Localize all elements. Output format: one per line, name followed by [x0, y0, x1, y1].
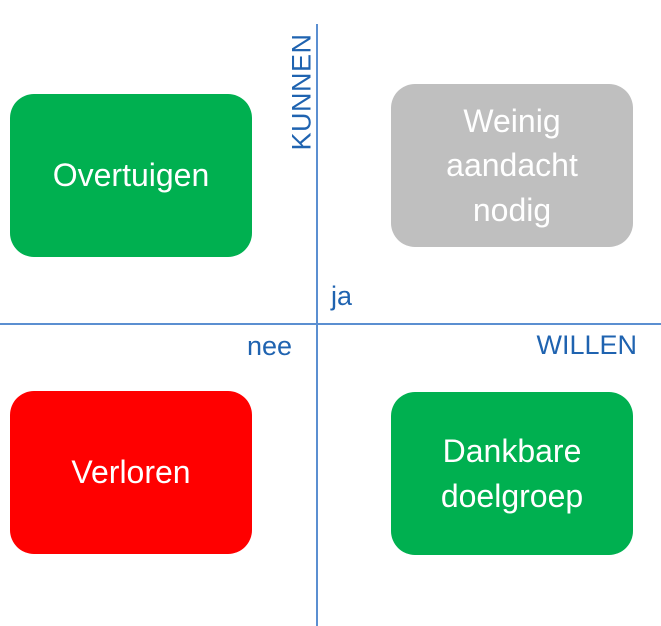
willen-axis-label: WILLEN	[536, 330, 637, 360]
quadrant-dankbare-doelgroep-text: Dankbare doelgroep	[440, 433, 584, 514]
ja-marker-label: ja	[331, 281, 353, 311]
quadrant-verloren: Verloren	[10, 391, 252, 554]
quadrant-verloren-text: Verloren	[71, 454, 191, 491]
quadrant-overtuigen-text: Overtuigen	[52, 157, 210, 194]
horizontal-axis-line	[0, 323, 661, 325]
quadrant-weinig-aandacht-nodig-text: Weinig aandacht nodig	[446, 103, 578, 228]
quadrant-weinig-aandacht-nodig: Weinig aandacht nodig	[391, 84, 633, 247]
kunnen-axis-label: KUNNEN	[286, 33, 317, 151]
quadrant-dankbare-doelgroep: Dankbare doelgroep	[391, 392, 633, 555]
nee-marker-label: nee	[247, 331, 293, 361]
vertical-axis-line	[316, 24, 318, 626]
quadrant-overtuigen: Overtuigen	[10, 94, 252, 257]
